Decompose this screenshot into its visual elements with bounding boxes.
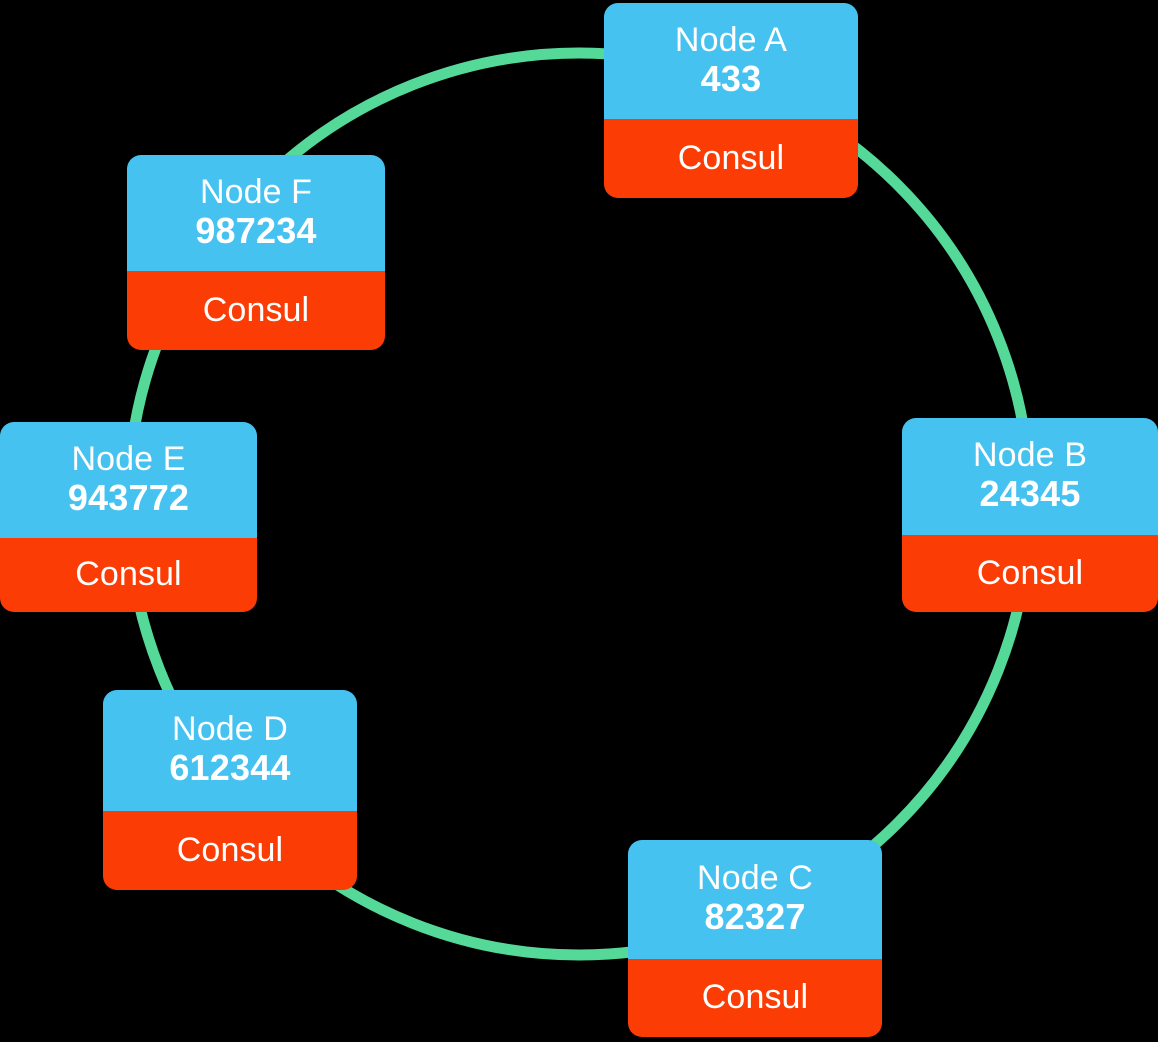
node-c-service: Consul [701, 978, 809, 1017]
node-card-c[interactable]: Node C 82327 Consul [628, 840, 882, 1037]
node-card-e[interactable]: Node E 943772 Consul [0, 422, 257, 612]
node-card-b[interactable]: Node B 24345 Consul [902, 418, 1158, 612]
node-card-f[interactable]: Node F 987234 Consul [127, 155, 385, 350]
node-c-label: Node C [697, 859, 813, 898]
node-d-footer: Consul [103, 810, 357, 890]
node-card-d[interactable]: Node D 612344 Consul [103, 690, 357, 890]
node-e-footer: Consul [0, 537, 257, 612]
node-f-label: Node F [199, 172, 313, 211]
node-f-value: 987234 [195, 209, 317, 251]
node-e-header: Node E 943772 [0, 422, 257, 538]
node-c-header: Node C 82327 [628, 840, 882, 959]
node-d-value: 612344 [169, 747, 291, 789]
node-a-value: 433 [700, 57, 762, 99]
node-a-footer: Consul [604, 118, 858, 198]
node-b-service: Consul [976, 553, 1084, 592]
node-e-service: Consul [75, 555, 182, 594]
node-f-header: Node F 987234 [127, 155, 385, 271]
node-d-header: Node D 612344 [103, 690, 357, 811]
node-c-value: 82327 [704, 896, 806, 938]
node-b-footer: Consul [902, 534, 1158, 612]
node-f-service: Consul [202, 290, 310, 329]
node-b-value: 24345 [979, 473, 1081, 515]
node-d-service: Consul [176, 830, 284, 869]
node-a-service: Consul [677, 138, 785, 177]
node-a-label: Node A [674, 20, 788, 59]
node-a-header: Node A 433 [604, 3, 858, 119]
node-b-header: Node B 24345 [902, 418, 1158, 535]
node-card-a[interactable]: Node A 433 Consul [604, 3, 858, 198]
node-e-value: 943772 [67, 476, 190, 518]
node-e-label: Node E [71, 439, 186, 478]
node-b-label: Node B [972, 436, 1087, 475]
node-c-footer: Consul [628, 958, 882, 1037]
node-d-label: Node D [172, 710, 288, 749]
node-f-footer: Consul [127, 270, 385, 350]
